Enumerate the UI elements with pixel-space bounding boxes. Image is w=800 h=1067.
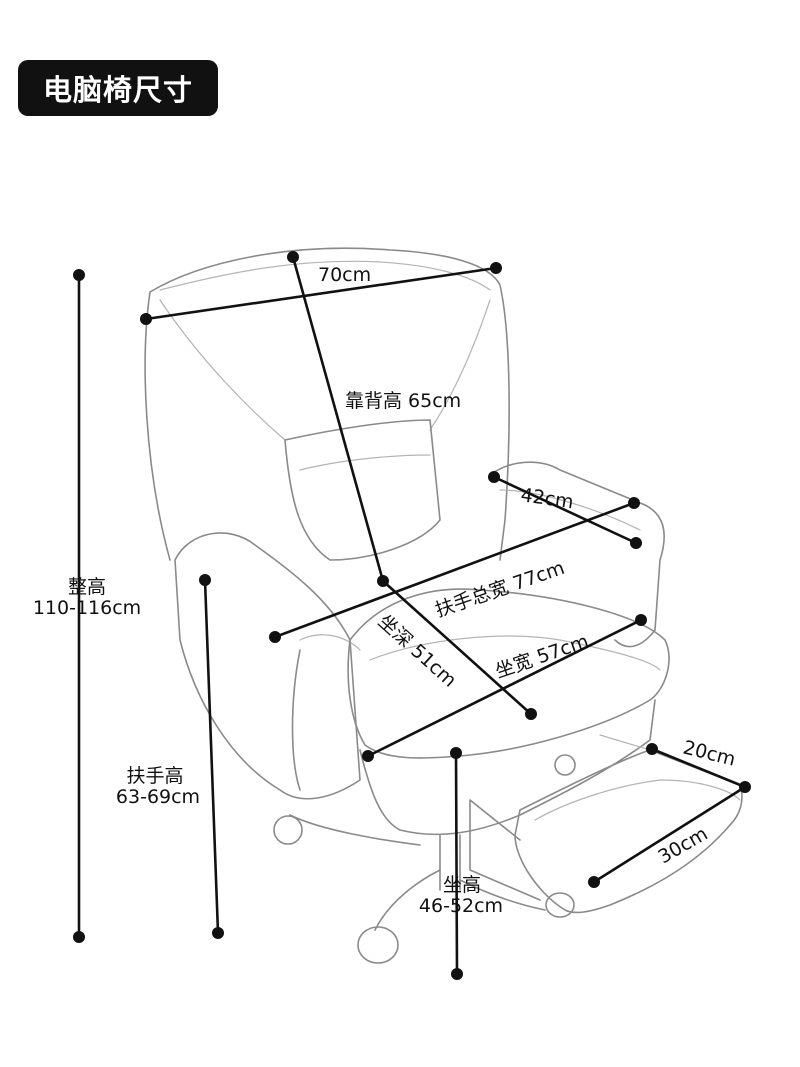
back-height-label: 靠背高 65cm	[345, 390, 461, 412]
armrest-length-dimension	[488, 471, 642, 549]
seat-height-dimension	[450, 747, 463, 980]
total-height-title: 整高	[68, 576, 106, 598]
seat-height-value: 46-52cm	[419, 895, 503, 917]
total-height-dimension	[73, 269, 85, 943]
footrest-length-dimension	[588, 785, 747, 888]
armrest-total-width-dimension	[269, 497, 640, 643]
seat-width-dimension	[362, 614, 647, 762]
chair-illustration	[144, 247, 743, 964]
armrest-height-value: 63-69cm	[116, 786, 200, 808]
total-height-value: 110-116cm	[33, 597, 141, 619]
title-badge: 电脑椅尺寸	[18, 60, 218, 116]
width-dimension	[140, 262, 502, 325]
seat-depth-dimension	[381, 579, 537, 720]
seat-height-title: 坐高	[443, 874, 481, 896]
armrest-height-dimension	[199, 574, 224, 939]
armrest-length-label: 42cm	[519, 484, 575, 513]
back-height-dimension	[287, 251, 389, 587]
footrest-length-label: 30cm	[655, 823, 712, 869]
width-label: 70cm	[318, 264, 371, 286]
armrest-height-title: 扶手高	[126, 765, 183, 787]
dimension-labels: 70cm 靠背高 65cm 42cm 扶手总宽 77cm 坐深 51cm 坐宽 …	[33, 264, 738, 917]
seat-depth-label: 坐深 51cm	[374, 610, 461, 691]
page-title: 电脑椅尺寸	[42, 73, 193, 107]
dimension-lines	[73, 251, 751, 980]
